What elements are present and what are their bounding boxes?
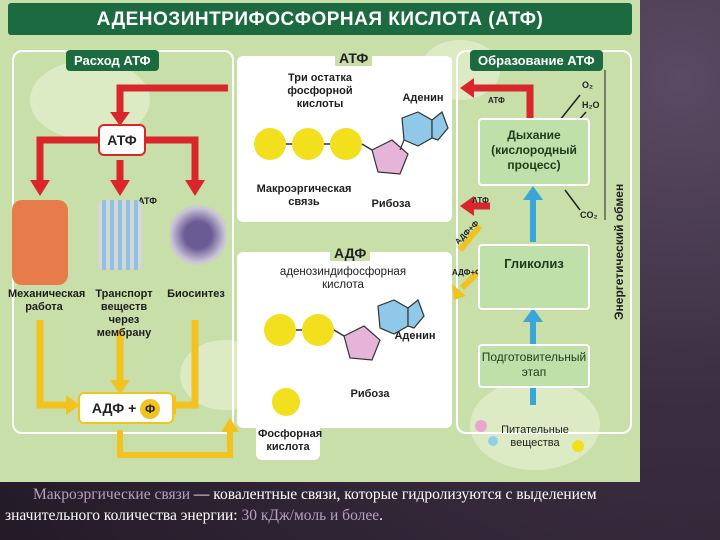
- adf-f-label-2: АДФ+Ф: [452, 268, 482, 277]
- co2-label: CO₂: [580, 210, 598, 220]
- small-atp-label: АТФ: [138, 196, 157, 206]
- prep-stage-label: Подготовительный этап: [481, 350, 587, 379]
- biosynthesis-label: Биосинтез: [167, 288, 225, 300]
- phosphoric-acid-label: Фосфорная кислота: [258, 428, 323, 453]
- biosynthesis-icon: [170, 200, 226, 270]
- ribose-label: Рибоза: [350, 388, 390, 400]
- membrane-icon: [98, 200, 142, 270]
- phosphate-group: [292, 128, 324, 160]
- atp-heading: АТФ: [335, 50, 373, 66]
- diagram-arrows: [30, 70, 606, 458]
- caption-term: Макроэргические связи: [33, 486, 190, 503]
- running-man-icon: [12, 200, 68, 285]
- mechanical-work-label: Механическая работа: [8, 288, 86, 313]
- adenine-label: Аденин: [402, 92, 444, 104]
- caption-end: .: [379, 507, 383, 524]
- title-bar: АДЕНОЗИНТРИФОСФОРНАЯ КИСЛОТА (АТФ): [8, 3, 632, 35]
- macroergic-label: Макроэргическая связь: [256, 183, 352, 208]
- phosphate-group: [272, 388, 300, 416]
- atp-label-2: АТФ: [472, 196, 489, 205]
- nutrient-dot: [488, 436, 498, 446]
- phosphate-group: [302, 314, 334, 346]
- ribose-label: Рибоза: [371, 198, 411, 210]
- breathing-box: Дыхание (кислородный процесс): [478, 118, 590, 186]
- phosphate-group: [264, 314, 296, 346]
- adenine-label: Аденин: [394, 330, 436, 342]
- poster-title: АДЕНОЗИНТРИФОСФОРНАЯ КИСЛОТА (АТФ): [96, 9, 544, 30]
- nutrients-label: Питательные вещества: [501, 424, 569, 449]
- prep-stage-box: Подготовительный этап: [478, 344, 590, 388]
- atp-node: АТФ: [98, 124, 146, 156]
- caption-value: 30 кДж/моль и более: [241, 507, 380, 524]
- h2o-label: H₂O: [582, 100, 600, 110]
- o2-label: O₂: [582, 80, 593, 90]
- phosphate-circle: Ф: [140, 399, 161, 419]
- phosphate-group: [330, 128, 362, 160]
- adf-plus-f-node: АДФ + Ф: [78, 392, 174, 424]
- breathing-label: Дыхание (кислородный процесс): [491, 128, 577, 172]
- nutrient-dot: [572, 440, 584, 452]
- adf-name-label: аденозиндифосфорная кислота: [279, 266, 407, 291]
- transport-label: Транспорт веществ через мембрану: [95, 288, 153, 339]
- energy-metabolism-label: Энергетический обмен: [612, 183, 626, 320]
- nutrient-dot: [475, 420, 487, 432]
- caption-text: — ковалентные связи, которые гидролизуют…: [5, 486, 597, 524]
- phosphate-panel: [256, 372, 320, 460]
- glycolysis-box: Гликолиз: [478, 244, 590, 310]
- three-phosphate-label: Три остатка фосфорной кислоты: [287, 72, 353, 110]
- consumption-badge: Расход АТФ: [66, 50, 159, 71]
- adf-plus-text: АДФ +: [91, 400, 137, 416]
- adf-heading: АДФ: [330, 245, 371, 261]
- atp-poster: АДЕНОЗИНТРИФОСФОРНАЯ КИСЛОТА (АТФ) Расхо…: [0, 0, 640, 482]
- atp-label-1: АТФ: [488, 96, 505, 105]
- caption: Макроэргические связи — ковалентные связ…: [5, 484, 655, 526]
- formation-badge: Образование АТФ: [470, 50, 603, 71]
- phosphate-group: [254, 128, 286, 160]
- glycolysis-label: Гликолиз: [504, 256, 564, 271]
